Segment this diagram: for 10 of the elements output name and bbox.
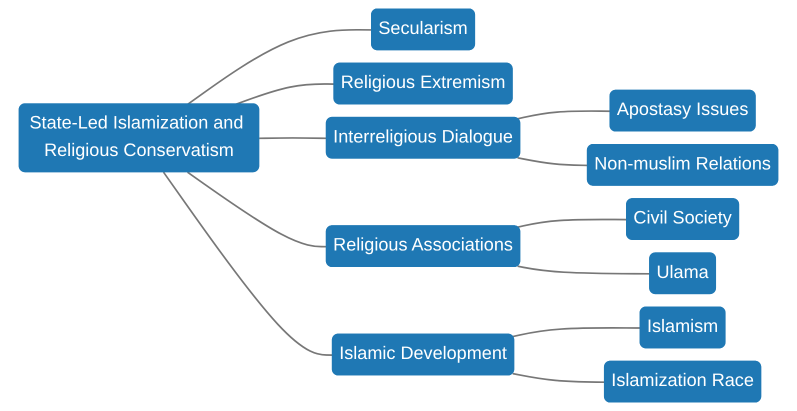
connector (512, 372, 606, 384)
connector (517, 265, 650, 275)
connector (517, 156, 588, 166)
connector (517, 218, 628, 228)
connector (517, 110, 611, 120)
connector (187, 172, 327, 248)
connector (187, 28, 372, 106)
connector (259, 137, 327, 140)
connector (162, 172, 334, 356)
connector (512, 327, 641, 338)
